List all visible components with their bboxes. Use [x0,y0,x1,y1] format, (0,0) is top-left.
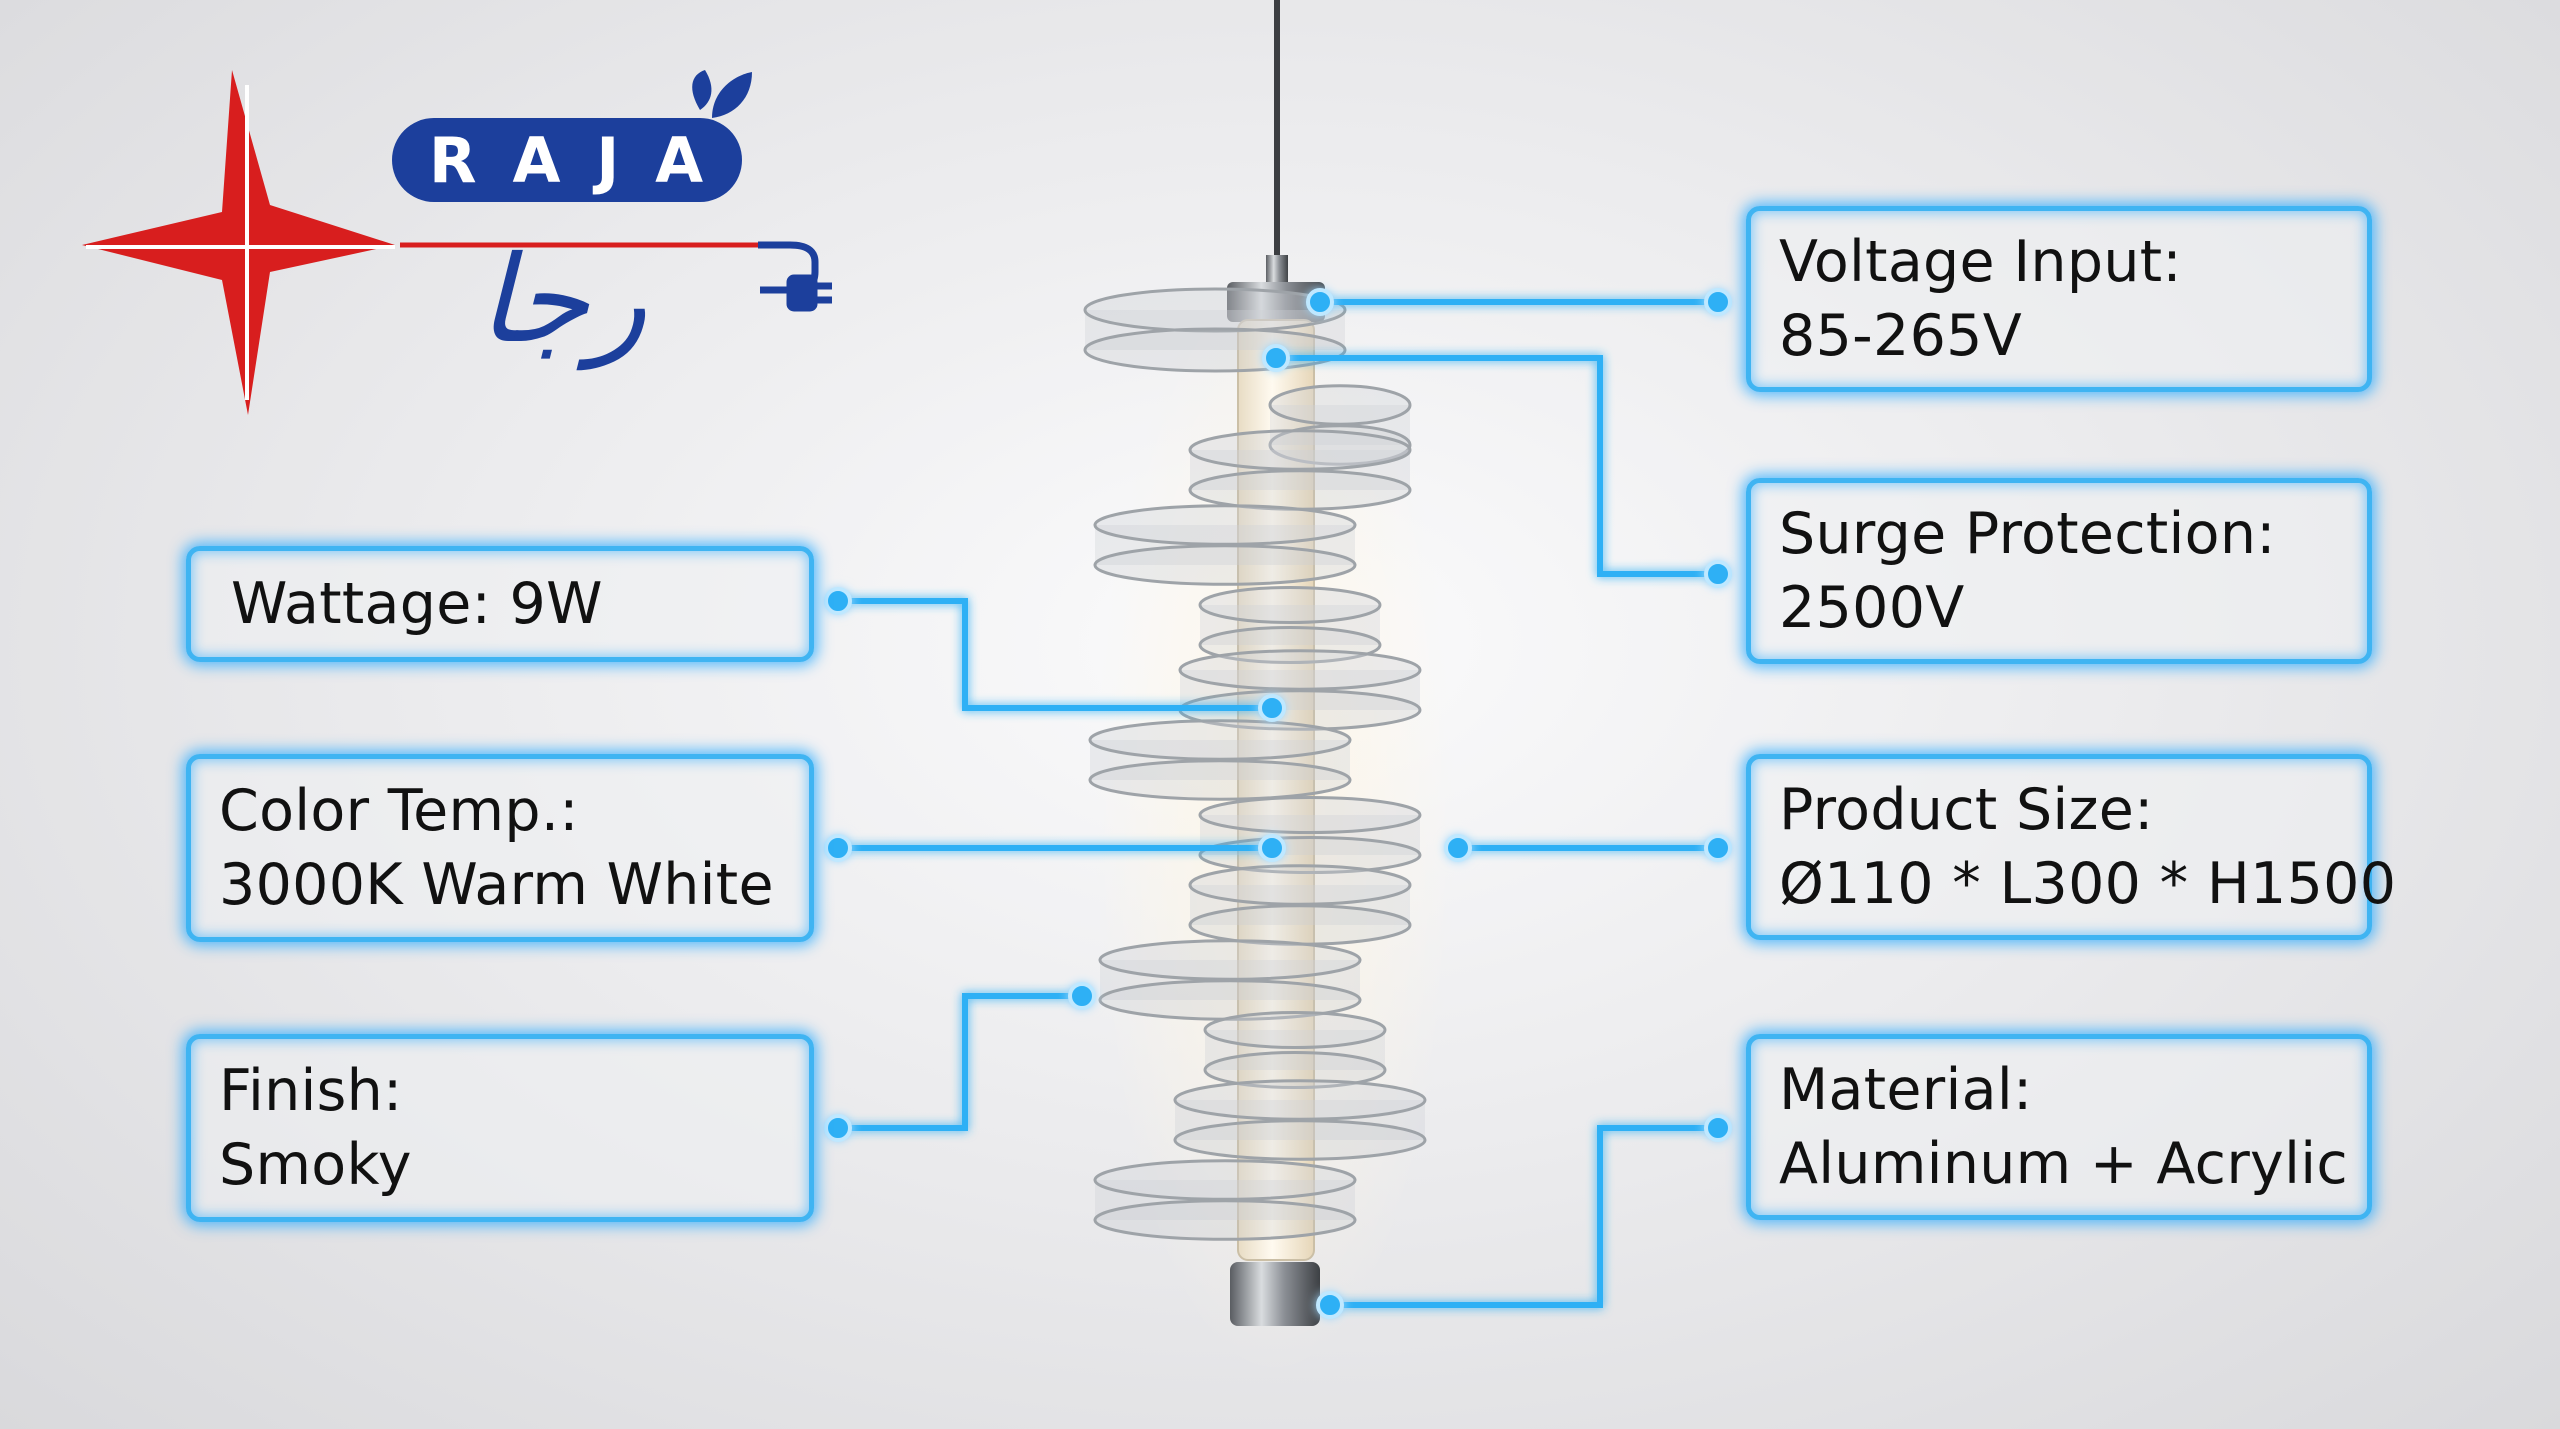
four-point-star-icon [82,70,758,415]
power-plug-icon [758,241,832,312]
connector-dot [1316,1291,1344,1319]
acrylic-ring [1203,1011,1387,1089]
bottom-cap [1230,1262,1320,1326]
spec-line: 3000K Warm White [219,852,774,918]
connector-line [838,993,1082,1131]
connector-dot [1444,834,1472,862]
connector-dot [1704,1114,1732,1142]
spec-line: Material: [1779,1057,2033,1123]
connector-dot [824,1114,852,1142]
wordmark-letter: R [428,123,479,197]
hanging-cable [1274,0,1280,262]
acrylic-ring [1098,939,1362,1021]
spec-line: Aluminum + Acrylic [1779,1131,2348,1197]
spec-line: Surge Protection: [1779,501,2276,567]
leaf-icon [692,70,752,118]
connector-dot [824,834,852,862]
connector-line [1276,355,1718,577]
acrylic-ring [1083,287,1347,373]
acrylic-ring [1198,586,1382,664]
top-cap [1227,282,1325,322]
spec-color-temp: Color Temp.: 3000K Warm White [186,754,814,942]
wordmark-letter: A [655,123,706,197]
connector-dot [1704,560,1732,588]
spec-wattage: Wattage: 9W [186,546,814,662]
spec-surge-protection: Surge Protection: 2500V [1746,478,2372,664]
spec-material: Material: Aluminum + Acrylic [1746,1034,2372,1220]
wordmark-letter: J [596,123,622,197]
spec-voltage-input: Voltage Input: 85-265V [1746,206,2372,392]
spec-line: 2500V [1779,575,1965,641]
acrylic-ring [1093,504,1357,586]
acrylic-ring [1198,796,1422,874]
acrylic-ring [1268,384,1412,466]
spec-finish: Finish: Smoky [186,1034,814,1222]
connector-dot [1306,288,1334,316]
connector-line [1330,1125,1718,1308]
acrylic-ring [1093,1159,1357,1241]
connector-dots [824,288,1732,1319]
connector-dot [1262,344,1290,372]
spec-line: Color Temp.: [219,778,579,844]
connector-dot [1704,288,1732,316]
spec-line: Product Size: [1779,777,2154,843]
connector-dot [824,587,852,615]
connector-dot [1704,834,1732,862]
acrylic-rings [1083,287,1427,1241]
spec-line: Voltage Input: [1779,229,2182,295]
spec-line: 85-265V [1779,303,2022,369]
light-tube [1237,319,1315,1261]
connector-dot [1258,694,1286,722]
connector-dot [1068,982,1096,1010]
spec-line: Finish: [219,1058,403,1124]
spec-product-size: Product Size: Ø110 * L300 * H1500 [1746,754,2397,940]
acrylic-ring [1178,649,1422,731]
acrylic-ring [1173,1079,1427,1161]
wordmark-letter: A [512,123,563,197]
acrylic-ring [1188,864,1412,946]
spec-line: Wattage: 9W [231,571,603,637]
spec-line: Smoky [219,1132,412,1198]
spec-line: Ø110 * L300 * H1500 [1779,851,2397,917]
connector-line [838,598,1272,711]
acrylic-ring [1188,429,1412,511]
brand-wordmark: R A J A [392,118,742,202]
brand-persian-name: رجا [478,231,647,370]
acrylic-ring [1088,719,1352,801]
connector-dot [1258,834,1286,862]
connector-lines [838,299,1718,1308]
